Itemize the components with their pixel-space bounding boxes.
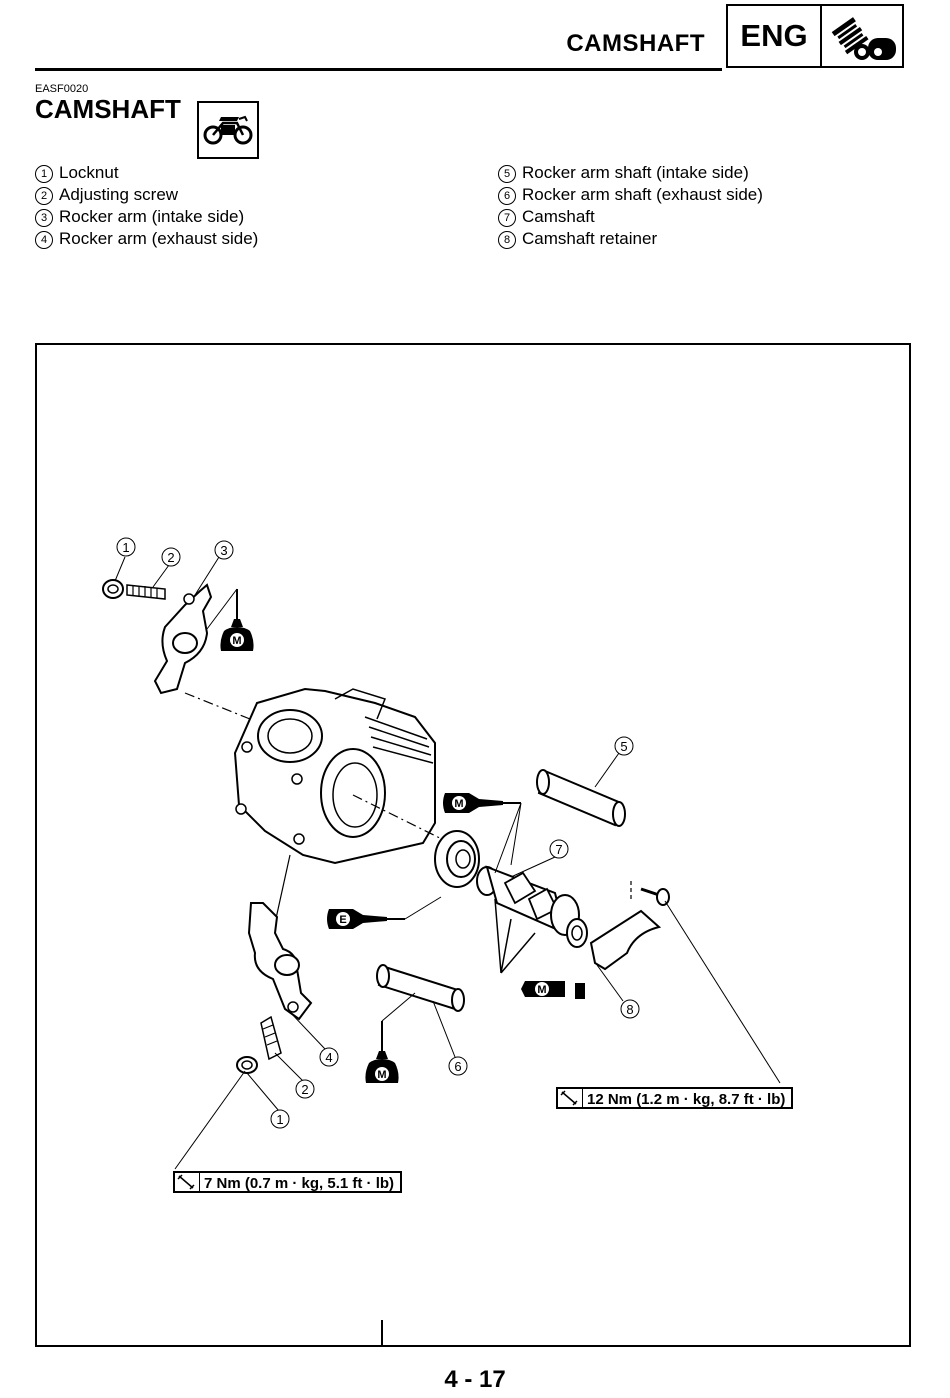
diagram-frame (35, 343, 911, 1347)
section-tab-label: ENG (740, 18, 808, 53)
legend-number: 6 (498, 187, 516, 205)
callout-number: 3 (220, 543, 227, 558)
section-title: CAMSHAFT (35, 94, 181, 124)
callout-number: 2 (301, 1082, 308, 1097)
camshaft-part (476, 865, 588, 948)
legend-label: Rocker arm (exhaust side) (59, 229, 259, 248)
engine-icon (831, 17, 896, 60)
callout-number: 4 (325, 1050, 332, 1065)
callout-4: 4 (319, 1047, 339, 1067)
legend-label: Camshaft (522, 207, 595, 226)
legend-label: Rocker arm (intake side) (59, 207, 245, 226)
lube-mark-camshaft-top: M (442, 792, 522, 814)
callout-1-bottom: 1 (270, 1109, 290, 1129)
legend-label: Rocker arm shaft (intake side) (522, 163, 749, 182)
legend-label: Locknut (59, 163, 119, 182)
callout-2: 2 (161, 547, 181, 567)
bearing-part (434, 830, 480, 888)
torque-spec-retainer-bolt: 12 Nm (1.2 m · kg, 8.7 ft · lb) (556, 1087, 794, 1109)
legend-item: 1 Locknut (35, 162, 258, 184)
torque-wrench-icon (175, 1173, 200, 1191)
legend-number: 8 (498, 231, 516, 249)
callout-number: 8 (626, 1002, 633, 1017)
callout-8: 8 (620, 999, 640, 1019)
legend-item: 5 Rocker arm shaft (intake side) (498, 162, 763, 184)
legend-item: 2 Adjusting screw (35, 184, 258, 206)
rocker-arm-intake-part (153, 583, 213, 695)
page-number: 4 - 17 (444, 1366, 506, 1393)
lube-letter: M (454, 798, 463, 810)
legend-label: Camshaft retainer (522, 229, 658, 248)
legend-number: 7 (498, 209, 516, 227)
legend-number: 4 (35, 231, 53, 249)
legend-item: 6 Rocker arm shaft (exhaust side) (498, 184, 763, 206)
section-tab: ENG (726, 4, 904, 68)
callout-number: 7 (555, 842, 562, 857)
legend-number: 2 (35, 187, 53, 205)
exploded-view-diagram: 1 2 3 4 5 6 7 8 2 1 M M E M (102, 537, 781, 1347)
adjusting-screw-part-top (126, 584, 166, 600)
motorcycle-icon (197, 101, 259, 159)
callout-number: 5 (620, 739, 627, 754)
callout-3: 3 (214, 540, 234, 560)
callout-number: 2 (167, 550, 174, 565)
adjusting-screw-part-bottom (260, 1015, 282, 1061)
legend-item: 3 Rocker arm (intake side) (35, 206, 258, 228)
callouts: 1 2 3 4 5 6 7 8 2 1 (116, 537, 640, 1129)
legend-label: Rocker arm shaft (exhaust side) (522, 185, 763, 204)
callout-number: 1 (276, 1112, 283, 1127)
section-tab-divider (820, 6, 822, 66)
legend-number: 3 (35, 209, 53, 227)
callout-number: 6 (454, 1059, 461, 1074)
lube-letter: M (232, 635, 241, 647)
parts-legend-right: 5 Rocker arm shaft (intake side) 6 Rocker … (498, 162, 763, 250)
page-header-title: CAMSHAFT (566, 30, 705, 57)
legend-number: 1 (35, 165, 53, 183)
legend-number: 5 (498, 165, 516, 183)
torque-wrench-icon (558, 1089, 583, 1107)
lube-mark-top: M (219, 588, 255, 652)
callout-7: 7 (549, 839, 569, 859)
torque-spec-locknut: 7 Nm (0.7 m · kg, 5.1 ft · lb) (173, 1171, 403, 1193)
lube-mark-bottom (364, 1319, 400, 1347)
torque-value: 12 Nm (1.2 m · kg, 8.7 ft · lb) (587, 1091, 786, 1108)
callout-5: 5 (614, 736, 634, 756)
lube-mark-camshaft-lobes: M (501, 981, 585, 999)
rocker-arm-shaft-intake-part (536, 769, 626, 827)
callout-number: 1 (122, 540, 129, 555)
lube-letter: E (339, 914, 346, 926)
lube-letter: M (537, 984, 546, 996)
leader-lines (114, 556, 781, 1170)
header-rule (35, 68, 722, 71)
rocker-arm-exhaust-part (247, 902, 313, 1021)
legend-label: Adjusting screw (59, 185, 179, 204)
legend-item: 7 Camshaft (498, 206, 763, 228)
callout-6: 6 (448, 1056, 468, 1076)
camshaft-retainer-part (589, 881, 662, 971)
locknut-part-top (102, 579, 124, 599)
callout-1: 1 (116, 537, 136, 557)
retainer-bolt-part (640, 887, 670, 906)
cylinder-head-part (233, 687, 436, 865)
parts-legend-left: 1 Locknut 2 Adjusting screw 3 Rocker arm (i… (35, 162, 258, 250)
callout-2-bottom: 2 (295, 1079, 315, 1099)
lube-mark-shaft-exhaust: M (365, 1021, 399, 1083)
lube-letter: M (377, 1069, 386, 1081)
legend-item: 4 Rocker arm (exhaust side) (35, 228, 258, 250)
section-code: EASF0020 (35, 83, 89, 95)
legend-item: 8 Camshaft retainer (498, 228, 763, 250)
rocker-arm-shaft-exhaust-part (376, 964, 465, 1012)
locknut-part-bottom (236, 1056, 258, 1074)
torque-value: 7 Nm (0.7 m · kg, 5.1 ft · lb) (204, 1175, 395, 1192)
lube-mark-bearing: E (326, 908, 406, 930)
